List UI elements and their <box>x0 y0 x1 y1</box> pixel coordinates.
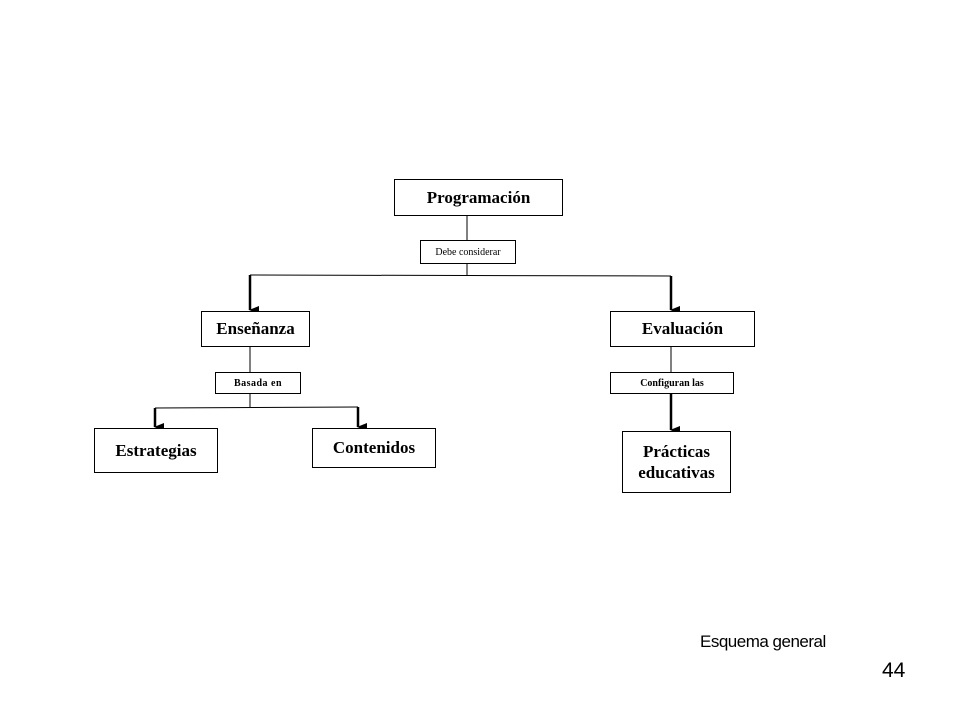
node-contenidos-label: Contenidos <box>332 438 416 457</box>
link-configuran-las-text: Configuran las <box>640 377 704 389</box>
link-label-basada-en: Basada en <box>215 372 301 394</box>
page-number: 44 <box>882 659 906 682</box>
node-practicas-line2: educativas <box>638 463 715 482</box>
slide-caption: Esquema general <box>700 632 826 651</box>
node-practicas-educativas: Prácticas educativas <box>622 431 731 493</box>
node-estrategias: Estrategias <box>94 428 218 473</box>
node-evaluacion: Evaluación <box>610 311 755 347</box>
node-evaluacion-label: Evaluación <box>641 319 724 338</box>
node-programacion: Programación <box>394 179 563 216</box>
link-basada-en-text: Basada en <box>233 377 283 389</box>
node-estrategias-label: Estrategias <box>115 440 197 460</box>
link-label-configuran-las: Configuran las <box>610 372 734 394</box>
link-debe-considerar-text: Debe considerar <box>435 246 501 258</box>
node-practicas-line1: Prácticas <box>642 442 711 461</box>
node-programacion-label: Programación <box>426 187 531 207</box>
node-practicas-label: Prácticas educativas <box>638 441 715 483</box>
node-contenidos: Contenidos <box>312 428 436 468</box>
node-ensenanza-label: Enseñanza <box>216 319 295 338</box>
link-label-debe-considerar: Debe considerar <box>420 240 516 264</box>
branch-top <box>249 274 672 277</box>
branch-left <box>154 406 359 409</box>
node-ensenanza: Enseñanza <box>201 311 310 347</box>
